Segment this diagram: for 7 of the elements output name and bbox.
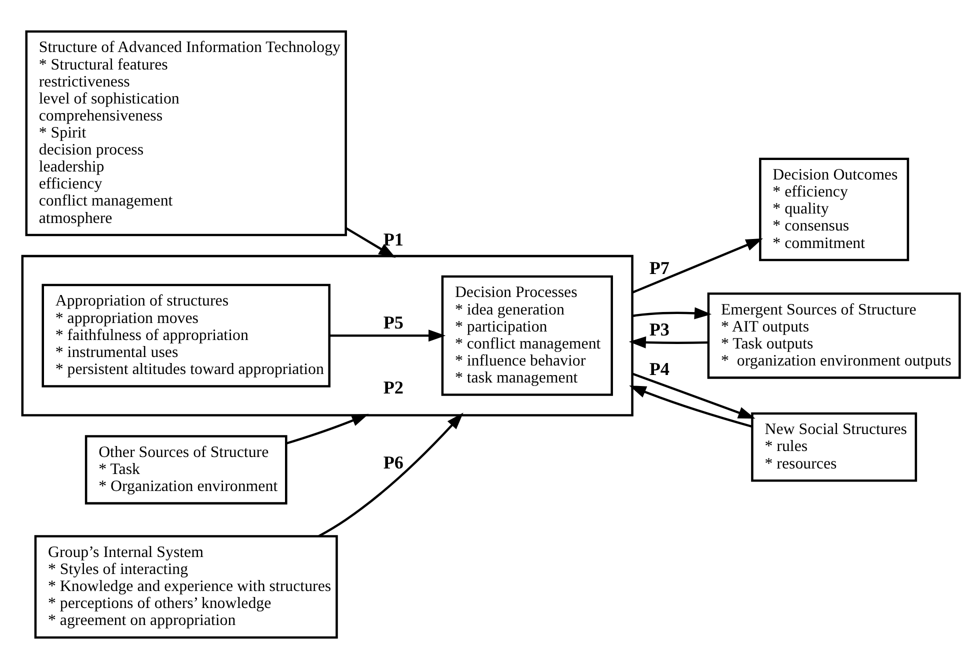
edge-label: P5 xyxy=(383,312,404,333)
edge-label: P4 xyxy=(649,359,670,380)
edge-label: P7 xyxy=(649,258,670,278)
edge-label: P2 xyxy=(383,377,404,398)
edge-label: P6 xyxy=(383,452,404,472)
edge-label: P3 xyxy=(649,319,670,340)
edge-label: P1 xyxy=(383,230,404,250)
